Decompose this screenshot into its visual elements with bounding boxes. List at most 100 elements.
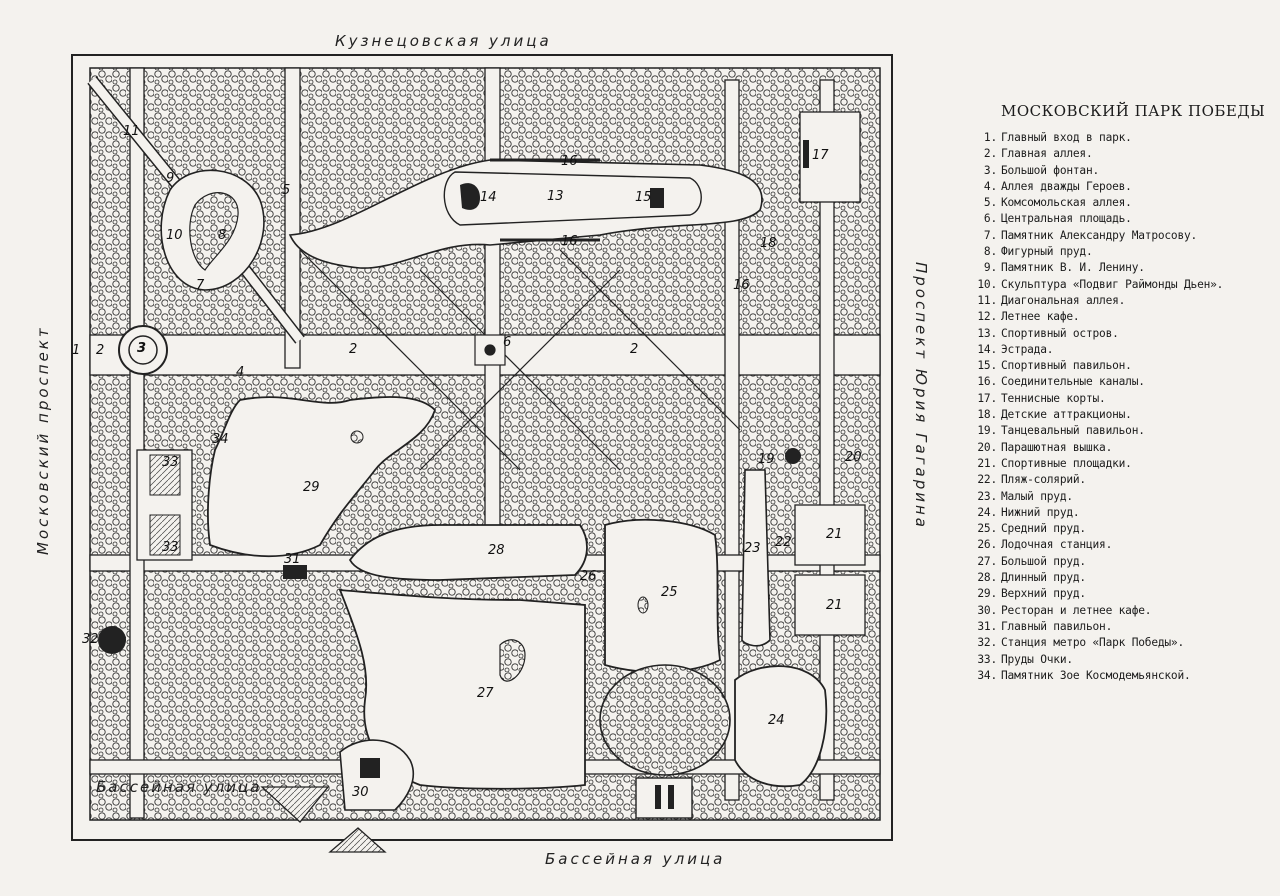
label-zoya-monument: 34 <box>212 432 229 447</box>
legend-item-number: 15. <box>977 359 997 373</box>
label-canal: 16 <box>733 278 750 293</box>
legend-item-label: Лодочная станция. <box>1001 538 1113 552</box>
legend-item-label: Средний пруд. <box>1001 522 1086 536</box>
label-lenin-monument: 9 <box>166 171 175 186</box>
label-eyeglass-ponds: 33 <box>162 540 179 555</box>
legend-item-number: 29. <box>977 587 997 601</box>
label-sport-grounds: 21 <box>826 527 843 542</box>
legend-item-number: 13. <box>977 326 997 340</box>
legend-item-number: 6. <box>983 212 997 226</box>
legend-item: 32. Станция метро «Парк Победы». <box>975 635 1275 651</box>
label-big-pond: 27 <box>477 686 494 701</box>
label-komsomol-alley: 5 <box>282 183 291 198</box>
legend-item-label: Памятник Зое Космодемьянской. <box>1001 668 1191 682</box>
label-small-pond: 23 <box>744 541 761 556</box>
legend-item: 9. Памятник В. И. Ленину. <box>975 260 1275 276</box>
legend-item-number: 17. <box>977 391 997 405</box>
legend-item-number: 26. <box>977 538 997 552</box>
label-big-fountain: 3 <box>137 341 147 356</box>
legend-item: 28. Длинный пруд. <box>975 570 1275 586</box>
legend-item-number: 18. <box>977 408 997 422</box>
legend-item: 7.Памятник Александру Матросову. <box>975 228 1275 244</box>
legend-item: 5. Комсомольская аллея. <box>975 195 1275 211</box>
legend-item: 13. Спортивный остров. <box>975 326 1275 342</box>
legend-item-number: 32. <box>977 636 997 650</box>
legend-item: 11.Диагональная аллея. <box>975 293 1275 309</box>
label-figured-pond: 8 <box>218 228 227 243</box>
legend-item-number: 19. <box>977 424 997 438</box>
legend-item-number: 28. <box>977 571 997 585</box>
label-main-alley: 2 <box>96 343 105 358</box>
legend-item: 22.Пляж-солярий. <box>975 472 1275 488</box>
legend-item: 27.Большой пруд. <box>975 554 1275 570</box>
legend-item: 31.Главный павильон. <box>975 619 1275 635</box>
label-sport-island: 13 <box>547 189 564 204</box>
legend-item: 1.Главный вход в парк. <box>975 130 1275 146</box>
legend-item: 25.Средний пруд. <box>975 521 1275 537</box>
legend-item-number: 12. <box>977 310 997 324</box>
legend-item-label: Пруды Очки. <box>1001 652 1073 666</box>
legend-item-label: Аллея дважды Героев. <box>1001 179 1132 193</box>
label-tennis: 17 <box>812 148 829 163</box>
legend-item-label: Теннисные корты. <box>1001 391 1106 405</box>
legend-item-number: 5. <box>983 196 997 210</box>
legend-item-label: Большой пруд. <box>1001 554 1086 568</box>
legend-item: 4. Аллея дважды Героев. <box>975 179 1275 195</box>
legend-item-label: Центральная площадь. <box>1001 212 1132 226</box>
legend-item-number: 9. <box>983 261 997 275</box>
legend-item-label: Комсомольская аллея. <box>1001 196 1132 210</box>
street-basseynaya-left: Бассейная улица <box>96 778 262 796</box>
legend-item-number: 20. <box>977 440 997 454</box>
legend-item-label: Фигурный пруд. <box>1001 245 1093 259</box>
legend-item: 16.Соединительные каналы. <box>975 374 1275 390</box>
legend-item: 30.Ресторан и летнее кафе. <box>975 603 1275 619</box>
legend-item-label: Нижний пруд. <box>1001 505 1080 519</box>
legend-item-label: Большой фонтан. <box>1001 163 1100 177</box>
label-metro: 32 <box>82 632 99 647</box>
legend-item-label: Танцевальный павильон. <box>1001 424 1145 438</box>
legend-item: 3.Большой фонтан. <box>975 163 1275 179</box>
legend-item: 26. Лодочная станция. <box>975 537 1275 553</box>
legend-item-label: Спортивный остров. <box>1001 326 1119 340</box>
legend-item-number: 21. <box>977 456 997 470</box>
legend-item-number: 8. <box>983 245 997 259</box>
legend-item-label: Главный вход в парк. <box>1001 131 1132 144</box>
legend-item-number: 33. <box>977 652 997 666</box>
legend-item: 33. Пруды Очки. <box>975 652 1275 668</box>
label-stage: 14 <box>480 190 497 205</box>
legend-item-label: Спортивный павильон. <box>1001 359 1132 373</box>
legend-item-label: Памятник В. И. Ленину. <box>1001 261 1145 275</box>
legend-item-label: Главный павильон. <box>1001 619 1113 633</box>
legend-item-label: Станция метро «Парк Победы». <box>1001 636 1184 650</box>
label-eyeglass-ponds: 33 <box>162 455 179 470</box>
label-main-alley: 2 <box>349 342 358 357</box>
label-boat-station: 26 <box>580 569 597 584</box>
legend-item: 8. Фигурный пруд. <box>975 244 1275 260</box>
legend-item: 20.Парашютная вышка. <box>975 440 1275 456</box>
legend-item-number: 23. <box>977 489 997 503</box>
legend-item-label: Детские аттракционы. <box>1001 408 1132 422</box>
legend-item-number: 34. <box>977 668 997 682</box>
label-main-entrance: 1 <box>72 343 81 358</box>
label-main-alley: 2 <box>630 342 639 357</box>
label-upper-pond: 29 <box>303 480 320 495</box>
legend-item: 17. Теннисные корты. <box>975 391 1275 407</box>
legend-item-number: 4. <box>983 179 997 193</box>
legend-item-label: Ресторан и летнее кафе. <box>1001 603 1152 617</box>
legend-title: МОСКОВСКИЙ ПАРК ПОБЕДЫ <box>1001 102 1266 120</box>
legend-list: 1.Главный вход в парк.2.Главная аллея.3.… <box>975 130 1275 684</box>
label-sport-grounds: 21 <box>826 598 843 613</box>
legend-item: 21.Спортивные площадки. <box>975 456 1275 472</box>
legend-item-label: Памятник Александру Матросову. <box>1001 228 1198 242</box>
label-lower-pond: 24 <box>768 713 785 728</box>
legend-item-label: Скульптура «Подвиг Раймонды Дьен». <box>1001 277 1224 291</box>
legend-item-label: Эстрада. <box>1001 342 1054 356</box>
legend-item-label: Верхний пруд. <box>1001 587 1086 601</box>
legend-item-label: Летнее кафе. <box>1001 310 1080 324</box>
legend-item-number: 11. <box>977 293 997 307</box>
label-kids-rides: 18 <box>760 236 777 251</box>
label-central-square: 6 <box>503 335 512 350</box>
legend-item-label: Длинный пруд. <box>1001 571 1086 585</box>
legend-item-number: 14. <box>977 342 997 356</box>
map-legend: МОСКОВСКИЙ ПАРК ПОБЕДЫ 1.Главный вход в … <box>975 96 1275 684</box>
